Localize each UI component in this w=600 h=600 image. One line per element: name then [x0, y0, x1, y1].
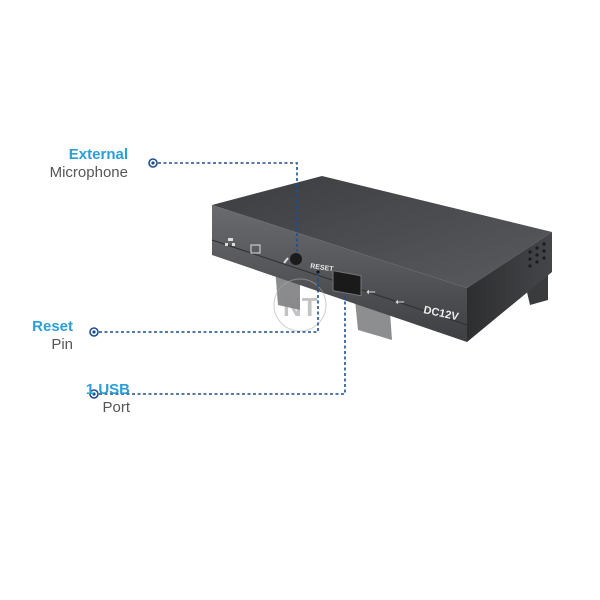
microphone-callout-line [158, 162, 298, 252]
microphone-jack [290, 253, 302, 265]
callout-title: External [68, 146, 128, 163]
tv-icon [250, 244, 261, 254]
usb-icon: ⭠ [366, 284, 376, 298]
callout-subtitle: Microphone [49, 164, 128, 181]
usb-port[interactable] [332, 270, 362, 297]
callout-subtitle: Pin [51, 336, 73, 353]
usb-icon-2: ⭠ [395, 294, 405, 308]
microphone-icon [283, 257, 289, 264]
callout-subtitle: Port [102, 399, 130, 416]
callout-usb-port: 1 USB Port [86, 381, 130, 417]
vent-grille [528, 242, 546, 268]
watermark-logo: NT [273, 278, 327, 332]
callout-lines [99, 162, 346, 395]
callout-external-microphone: External Microphone [50, 146, 128, 182]
callout-reset-pin: Reset Pin [32, 318, 73, 354]
callout-title: 1 USB [85, 381, 130, 398]
reset-pin-hole [316, 270, 320, 274]
callout-title: Reset [32, 318, 73, 335]
reset-label: RESET [310, 263, 335, 273]
ethernet-icon [225, 238, 235, 246]
reset-callout-line [99, 274, 319, 333]
svg-text:NT: NT [283, 292, 318, 322]
